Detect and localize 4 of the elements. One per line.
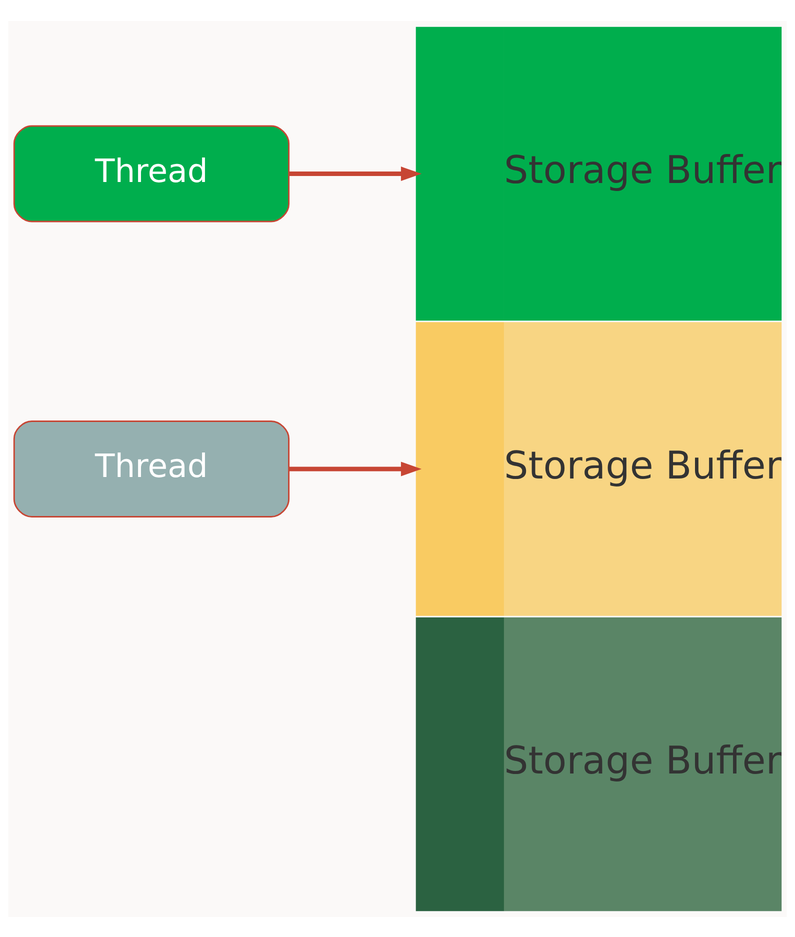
arrow [289, 461, 422, 476]
node-box: Thread [13, 420, 290, 517]
arrow [289, 166, 422, 180]
node-box: Thread [13, 124, 290, 222]
